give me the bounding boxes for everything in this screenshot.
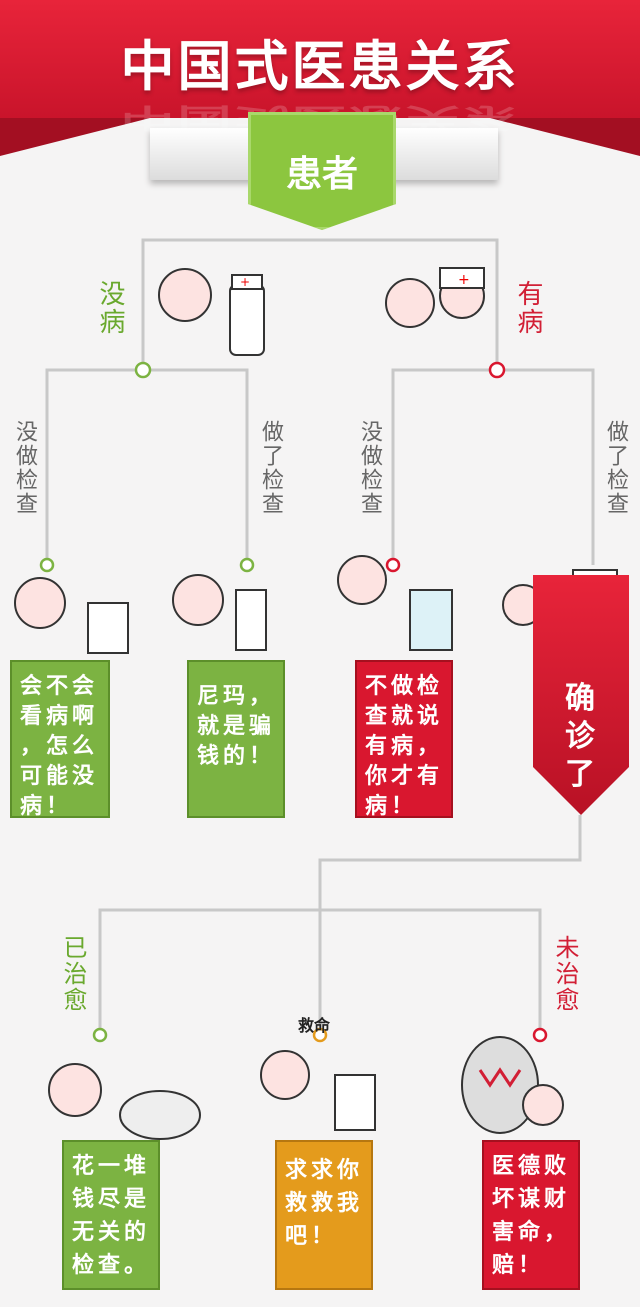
cartoon-doctor-patient-icon <box>337 555 453 651</box>
card-c3-line: 不做检 <box>365 674 444 699</box>
help-label: 救命 <box>298 1016 331 1035</box>
card-c1-line: ，怎么 <box>20 734 99 759</box>
cartoon-healthy-patient-doctor-icon: + <box>158 268 265 356</box>
card-c3: 不做检 查就说 有病， 你才有 病！ <box>355 660 453 819</box>
card-diagnosed <box>533 575 629 815</box>
card-c3-line: 你才有 <box>365 764 444 789</box>
cartoon-angry-patient-icon <box>14 577 129 654</box>
card-c6: 求求你 救救我 吧！ <box>275 1140 373 1290</box>
label-not-cured: 未治愈 <box>551 935 579 1013</box>
card-c2-line: 钱的！ <box>197 744 276 769</box>
card-c1-line: 病！ <box>20 794 73 819</box>
card-c6-line: 救救我 <box>285 1191 364 1216</box>
node-c3 <box>385 557 401 573</box>
label-no-exam-left: 没做检查 <box>12 420 37 516</box>
label-no-exam-right: 没做检查 <box>357 420 382 516</box>
node-c6 <box>312 1027 328 1043</box>
root-node-patient: 患者 <box>248 112 396 230</box>
card-c5-line: 无关的 <box>72 1220 151 1245</box>
card-c1: 会不会 看病啊 ，怎么 可能没 病！ <box>10 660 110 819</box>
card-c1-line: 看病啊 <box>20 704 99 729</box>
card-c7-line: 赔！ <box>492 1253 545 1278</box>
card-c7-line: 医德败 <box>492 1154 571 1179</box>
card-c5-line: 花一堆 <box>72 1154 151 1179</box>
card-c6-line: 吧！ <box>285 1224 338 1249</box>
card-c2-line: 就是骗 <box>197 714 276 739</box>
title-banner <box>0 0 640 118</box>
node-c2 <box>239 557 255 573</box>
node-c1 <box>39 557 55 573</box>
card-c5-line: 检查。 <box>72 1253 151 1278</box>
card-c1-line: 会不会 <box>20 674 99 699</box>
cartoon-patient-complain-icon <box>172 574 267 651</box>
label-did-exam-left: 做了检查 <box>258 420 283 516</box>
card-c7: 医德败 坏谋财 害命， 赔！ <box>482 1140 580 1290</box>
label-did-exam-right: 做了检查 <box>603 420 628 516</box>
card-c3-line: 病！ <box>365 794 418 819</box>
page-title: 中国式医患关系 <box>120 35 520 98</box>
node-c7 <box>532 1027 548 1043</box>
card-c7-line: 坏谋财 <box>492 1187 571 1212</box>
card-c1-line: 可能没 <box>20 764 99 789</box>
cartoon-sick-patient-doctor-icon: + <box>385 267 485 328</box>
node-c5 <box>92 1027 108 1043</box>
cartoon-patient-turtle-icon <box>48 1063 201 1140</box>
card-c3-line: 查就说 <box>365 704 444 729</box>
label-cured: 已治愈 <box>59 935 87 1013</box>
card-diagnosed-text: 确诊了 <box>565 681 595 792</box>
card-c3-line: 有病， <box>365 734 444 759</box>
node-has-disease <box>488 361 506 379</box>
card-c6-line: 求求你 <box>285 1158 364 1183</box>
card-c2: 尼玛， 就是骗 钱的！ <box>187 660 285 818</box>
svg-text:+: + <box>458 272 470 288</box>
label-has-disease: 有病 <box>513 280 543 336</box>
banner-fold-right <box>490 118 640 156</box>
node-no-disease <box>134 361 152 379</box>
card-c7-line: 害命， <box>492 1220 571 1245</box>
card-c2-line: 尼玛， <box>197 684 276 709</box>
svg-text:+: + <box>240 275 250 289</box>
card-c5-line: 钱尽是 <box>72 1187 151 1212</box>
label-no-disease: 没病 <box>95 280 125 336</box>
cartoon-monster-doctor-icon <box>461 1036 564 1134</box>
cartoon-patient-begging-icon <box>260 1050 376 1131</box>
banner-fold-left <box>0 118 150 156</box>
card-c5: 花一堆 钱尽是 无关的 检查。 <box>62 1140 160 1290</box>
